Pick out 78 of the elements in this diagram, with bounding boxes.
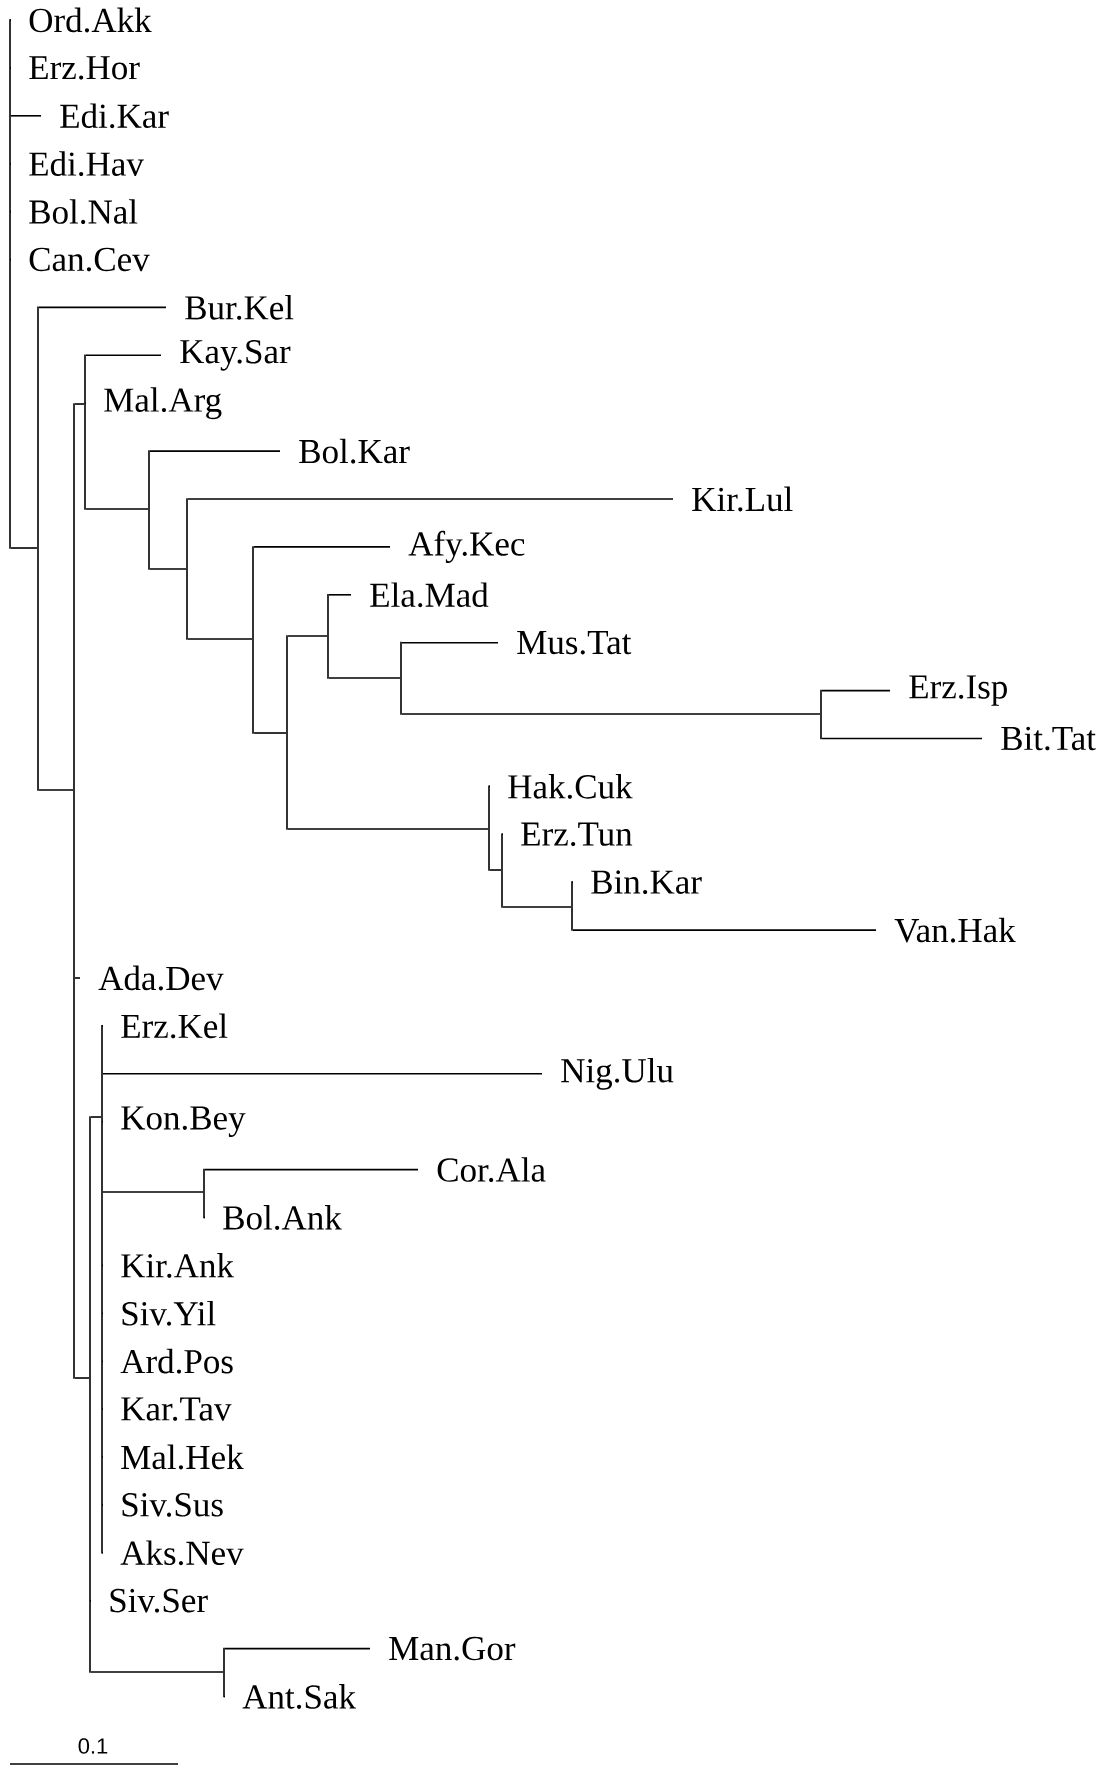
scale-label: 0.1 bbox=[78, 1738, 108, 1754]
taxon-label: Kir.Lul bbox=[692, 486, 793, 512]
taxon-label: Cor.Ala bbox=[437, 1157, 546, 1182]
taxon-label: Siv.Yil bbox=[122, 1300, 216, 1326]
taxon-label: Afy.Kec bbox=[408, 530, 525, 563]
taxon-label: Erz.Tun bbox=[521, 822, 633, 846]
branch-line bbox=[149, 450, 281, 452]
taxon-label: Erz.Kel bbox=[121, 1013, 228, 1039]
branch-line bbox=[488, 785, 491, 788]
branch-line bbox=[102, 1073, 543, 1075]
taxon-label: Ard.Pos bbox=[120, 1348, 233, 1374]
branch-line bbox=[401, 641, 499, 644]
taxon-label: Bol.Nal bbox=[29, 199, 138, 224]
taxon-label: Bur.Kel bbox=[185, 295, 294, 320]
branch-line bbox=[821, 689, 891, 692]
branch-line bbox=[203, 1216, 206, 1219]
taxon-label: Bin.Kar bbox=[591, 870, 702, 895]
taxon-label: Bol.Ank bbox=[223, 1205, 342, 1230]
branch-line bbox=[187, 638, 253, 640]
branch-line bbox=[501, 833, 504, 836]
branch-line bbox=[9, 19, 12, 21]
branch-line bbox=[187, 498, 674, 500]
branch-line bbox=[253, 732, 287, 734]
taxon-label: Can.Cev bbox=[29, 247, 150, 272]
taxon-label: Hak.Cuk bbox=[508, 774, 633, 799]
branch-line bbox=[224, 1647, 371, 1650]
branch-line bbox=[287, 828, 489, 830]
branch-line bbox=[74, 977, 81, 979]
branch-line bbox=[502, 906, 572, 908]
taxon-label: Mus.Tat bbox=[517, 631, 632, 655]
branch-line bbox=[489, 869, 502, 871]
taxon-label: Edi.Hav bbox=[29, 151, 144, 177]
taxon-label: Kar.Tav bbox=[121, 1397, 232, 1421]
branch-line bbox=[401, 713, 821, 715]
branch-line bbox=[328, 594, 352, 596]
taxon-label: Ela.Mad bbox=[370, 582, 489, 608]
taxon-label: Edi.Kar bbox=[60, 103, 169, 129]
branch-line bbox=[101, 1025, 104, 1027]
taxon-label: Erz.Isp bbox=[909, 675, 1007, 706]
branch-line bbox=[102, 1191, 204, 1193]
taxon-label: Mal.Hek bbox=[121, 1444, 244, 1470]
branch-line bbox=[38, 789, 74, 791]
taxon-label: Man.Gor bbox=[389, 1636, 516, 1661]
branch-line bbox=[74, 1377, 90, 1379]
taxon-label: Siv.Ser bbox=[110, 1588, 208, 1613]
taxon-label: Siv.Sus bbox=[122, 1493, 223, 1517]
branch-line bbox=[85, 354, 162, 357]
taxon-label: Ord.Akk bbox=[29, 7, 152, 33]
branch-line bbox=[10, 115, 42, 117]
branch-line bbox=[90, 1116, 102, 1118]
taxon-label: Ant.Sak bbox=[242, 1684, 356, 1709]
branch-line bbox=[572, 929, 877, 931]
taxon-label: Nig.Ulu bbox=[561, 1057, 674, 1090]
branch-line bbox=[101, 1552, 104, 1554]
taxon-label: Van.Hak bbox=[894, 917, 1016, 943]
taxon-label: Ada.Dev bbox=[98, 965, 224, 991]
branch-line bbox=[84, 402, 87, 404]
branch-line bbox=[571, 881, 574, 883]
branch-line bbox=[90, 1671, 224, 1673]
branch-line bbox=[38, 306, 167, 309]
taxon-label: Mal.Arg bbox=[104, 387, 222, 420]
branch-line bbox=[204, 1168, 419, 1171]
taxon-label: Erz.Hor bbox=[29, 56, 140, 80]
branch-line bbox=[328, 677, 401, 679]
branch-line bbox=[821, 737, 983, 740]
branch-line bbox=[74, 403, 85, 405]
branch-line bbox=[149, 568, 187, 570]
branch-line bbox=[287, 635, 328, 637]
branch-line bbox=[223, 1695, 226, 1698]
taxon-label: Bit.Tat bbox=[1001, 726, 1096, 751]
taxon-label: Kon.Bey bbox=[121, 1106, 246, 1137]
taxon-label: Kir.Ank bbox=[121, 1253, 234, 1278]
branch-line bbox=[10, 547, 38, 549]
taxon-label: Aks.Nev bbox=[120, 1540, 244, 1566]
branch-line bbox=[85, 508, 149, 510]
taxon-label: Kay.Sar bbox=[180, 339, 291, 371]
taxon-label: Bol.Kar bbox=[299, 438, 410, 464]
branch-line bbox=[253, 546, 391, 548]
